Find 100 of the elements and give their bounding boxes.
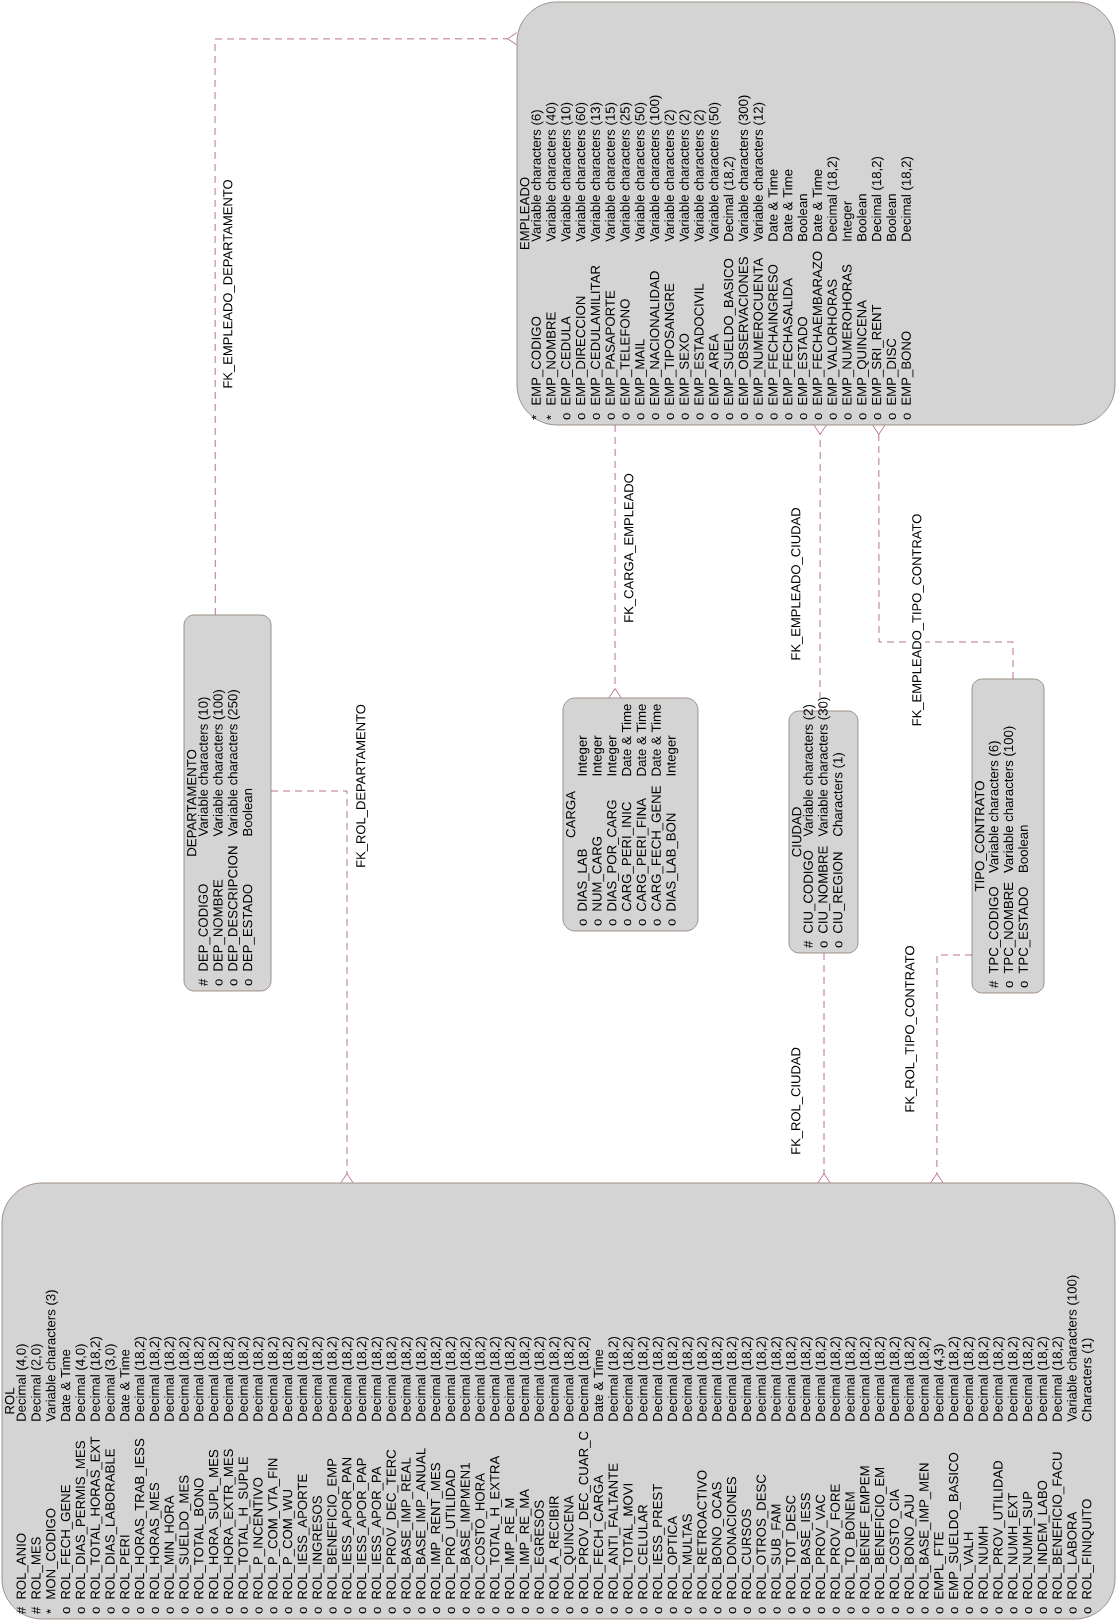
attribute-name: ROL_A_RECIBIR [549,1496,562,1599]
attribute-name: ROL_BENEFICIO_FACU [1052,1452,1065,1599]
key-marker: o [711,413,719,420]
attribute-name: ROL_RETROACTIVO [697,1470,710,1599]
key-marker: o [788,1607,796,1614]
attribute-name: EMP_SEXO [679,333,692,405]
data-type: Decimal (18,2) [460,1336,473,1421]
data-type: Decimal (2,0) [30,1344,44,1421]
attribute-name: EMPL_FTE [934,1532,946,1599]
data-type: Variable characters (10) [560,102,574,242]
data-type: Decimal (18,2) [726,1336,739,1421]
data-type: Variable characters (2) [664,110,677,242]
attribute-name: EMP_TELEFONO [620,299,633,405]
data-type: Decimal (18,2) [474,1336,488,1421]
key-marker: o [755,413,763,420]
key-marker: o [609,919,617,926]
key-marker: o [592,413,601,420]
key-marker: o [965,1607,974,1614]
key-marker: o [770,413,778,420]
data-type: Decimal (18,2) [415,1336,429,1421]
key-marker: o [196,1607,204,1614]
attribute-name: ROL_TO_BONEM [845,1492,858,1599]
data-type: Decimal (18,2) [400,1336,414,1421]
attribute-name: DIAS_LAB [577,849,590,911]
data-type: Decimal (18,2) [548,1336,562,1421]
data-type: Decimal (18,2) [978,1336,991,1421]
attribute-name: DEP_ESTADO [242,884,255,971]
attribute-name: ROL_MES [31,1537,44,1599]
data-type: Decimal (18,2) [1037,1336,1050,1421]
attribute-name: ROL_BENEF_EMPEM [860,1466,872,1599]
attribute-name: ROL_BASE_IESS [800,1493,813,1599]
relationship-line [608,424,622,698]
data-type: Decimal (18,2) [622,1336,636,1421]
attribute-name: ROL_P_INCENTIVO [253,1477,266,1599]
attribute-name: EMP_CEDULAMILITAR [590,265,603,405]
key-marker: o [462,1607,470,1614]
key-marker: o [862,1607,870,1614]
data-type: Date & Time [767,169,778,241]
key-marker: o [551,1607,559,1614]
data-type: Decimal (18,2) [608,1336,621,1421]
attribute-name: ROL_PRO_UTILIDAD [445,1469,458,1599]
key-marker: o [888,413,897,420]
data-type: Decimal (18,2) [723,156,736,241]
key-marker: # [803,940,813,948]
key-marker: o [859,413,867,420]
key-marker: o [1025,1607,1033,1614]
key-marker: o [477,1607,485,1614]
data-type: Variable characters (15) [605,102,618,242]
data-type: Variable characters (12) [753,102,766,242]
key-marker: o [1010,1607,1018,1614]
entity-box [516,1,1116,426]
data-type: Variable characters (250) [227,690,241,837]
attribute-name: ROL_QUINCENA [564,1495,576,1599]
data-type: Variable characters (6) [988,741,1001,873]
attribute-name: ROL_COSTO_CIA [889,1489,902,1599]
data-type: Decimal (18,2) [652,1336,665,1421]
data-type: Date & Time [651,704,661,776]
attribute-name: ROL_BASE_IMPMEN1 [460,1463,473,1599]
attribute-name: ROL_MIN_HORA [164,1495,177,1599]
relationship-line [930,954,973,1183]
attribute-name: ROL_IMP_RENT_MES [430,1463,443,1599]
attribute-name: ROL_PROV_FORE [830,1484,843,1599]
key-marker: o [655,1607,663,1614]
data-type: Decimal (18,2) [252,1336,266,1421]
data-type: Decimal (18,2) [90,1336,103,1421]
attribute-name: TPC_CODIGO [989,887,1001,974]
entity-box [971,678,1045,994]
data-type: Decimal (18,2) [1052,1336,1065,1421]
data-type: Decimal (18,2) [889,1336,902,1421]
attribute-name: EMP_SUELDO_BASICO [948,1452,961,1599]
key-marker: o [285,1607,293,1614]
data-type: Decimal (18,2) [267,1336,281,1421]
key-marker: o [1054,1607,1062,1614]
attribute-name: ROL_FINIQUITO [1082,1499,1094,1599]
attribute-name: ROL_HORAS_TRAB_IESS [134,1438,147,1599]
attribute-name: ROL_P_COM_WU [282,1489,295,1599]
edge-label: FK_EMPLEADO_CIUDAD [790,506,804,662]
key-marker: o [785,413,793,420]
attribute-name: EMP_SUELDO_BASICO [723,258,736,405]
key-marker: o [714,1607,722,1614]
data-type: Decimal (18,2) [238,1336,251,1421]
key-marker: o [418,1607,426,1614]
data-type: Characters (1) [1081,1338,1095,1422]
key-marker: o [579,919,587,926]
entity-title: CIUDAD [792,807,802,857]
data-type: Decimal (18,2) [741,1336,754,1421]
data-type: Decimal (18,2) [312,1336,325,1421]
data-type: Variable characters (100) [212,690,226,837]
data-type: Decimal (18,2) [637,1336,651,1421]
data-type: Decimal (18,2) [904,1336,917,1421]
attribute-name: ROL_P_COM_VTA_FIN [268,1458,280,1599]
attribute-name: EMP_OBSERVACIONES [738,257,751,405]
entity-title: EMPLEADO [520,177,530,250]
key-marker: o [814,413,823,420]
attribute-name: EMP_NUMEROHORAS [842,264,855,405]
key-marker: * [531,415,537,420]
key-marker: o [625,1607,633,1614]
data-type: Decimal (18,2) [386,1336,399,1421]
data-type: Integer [592,735,605,776]
data-type: Boolean [886,194,897,241]
